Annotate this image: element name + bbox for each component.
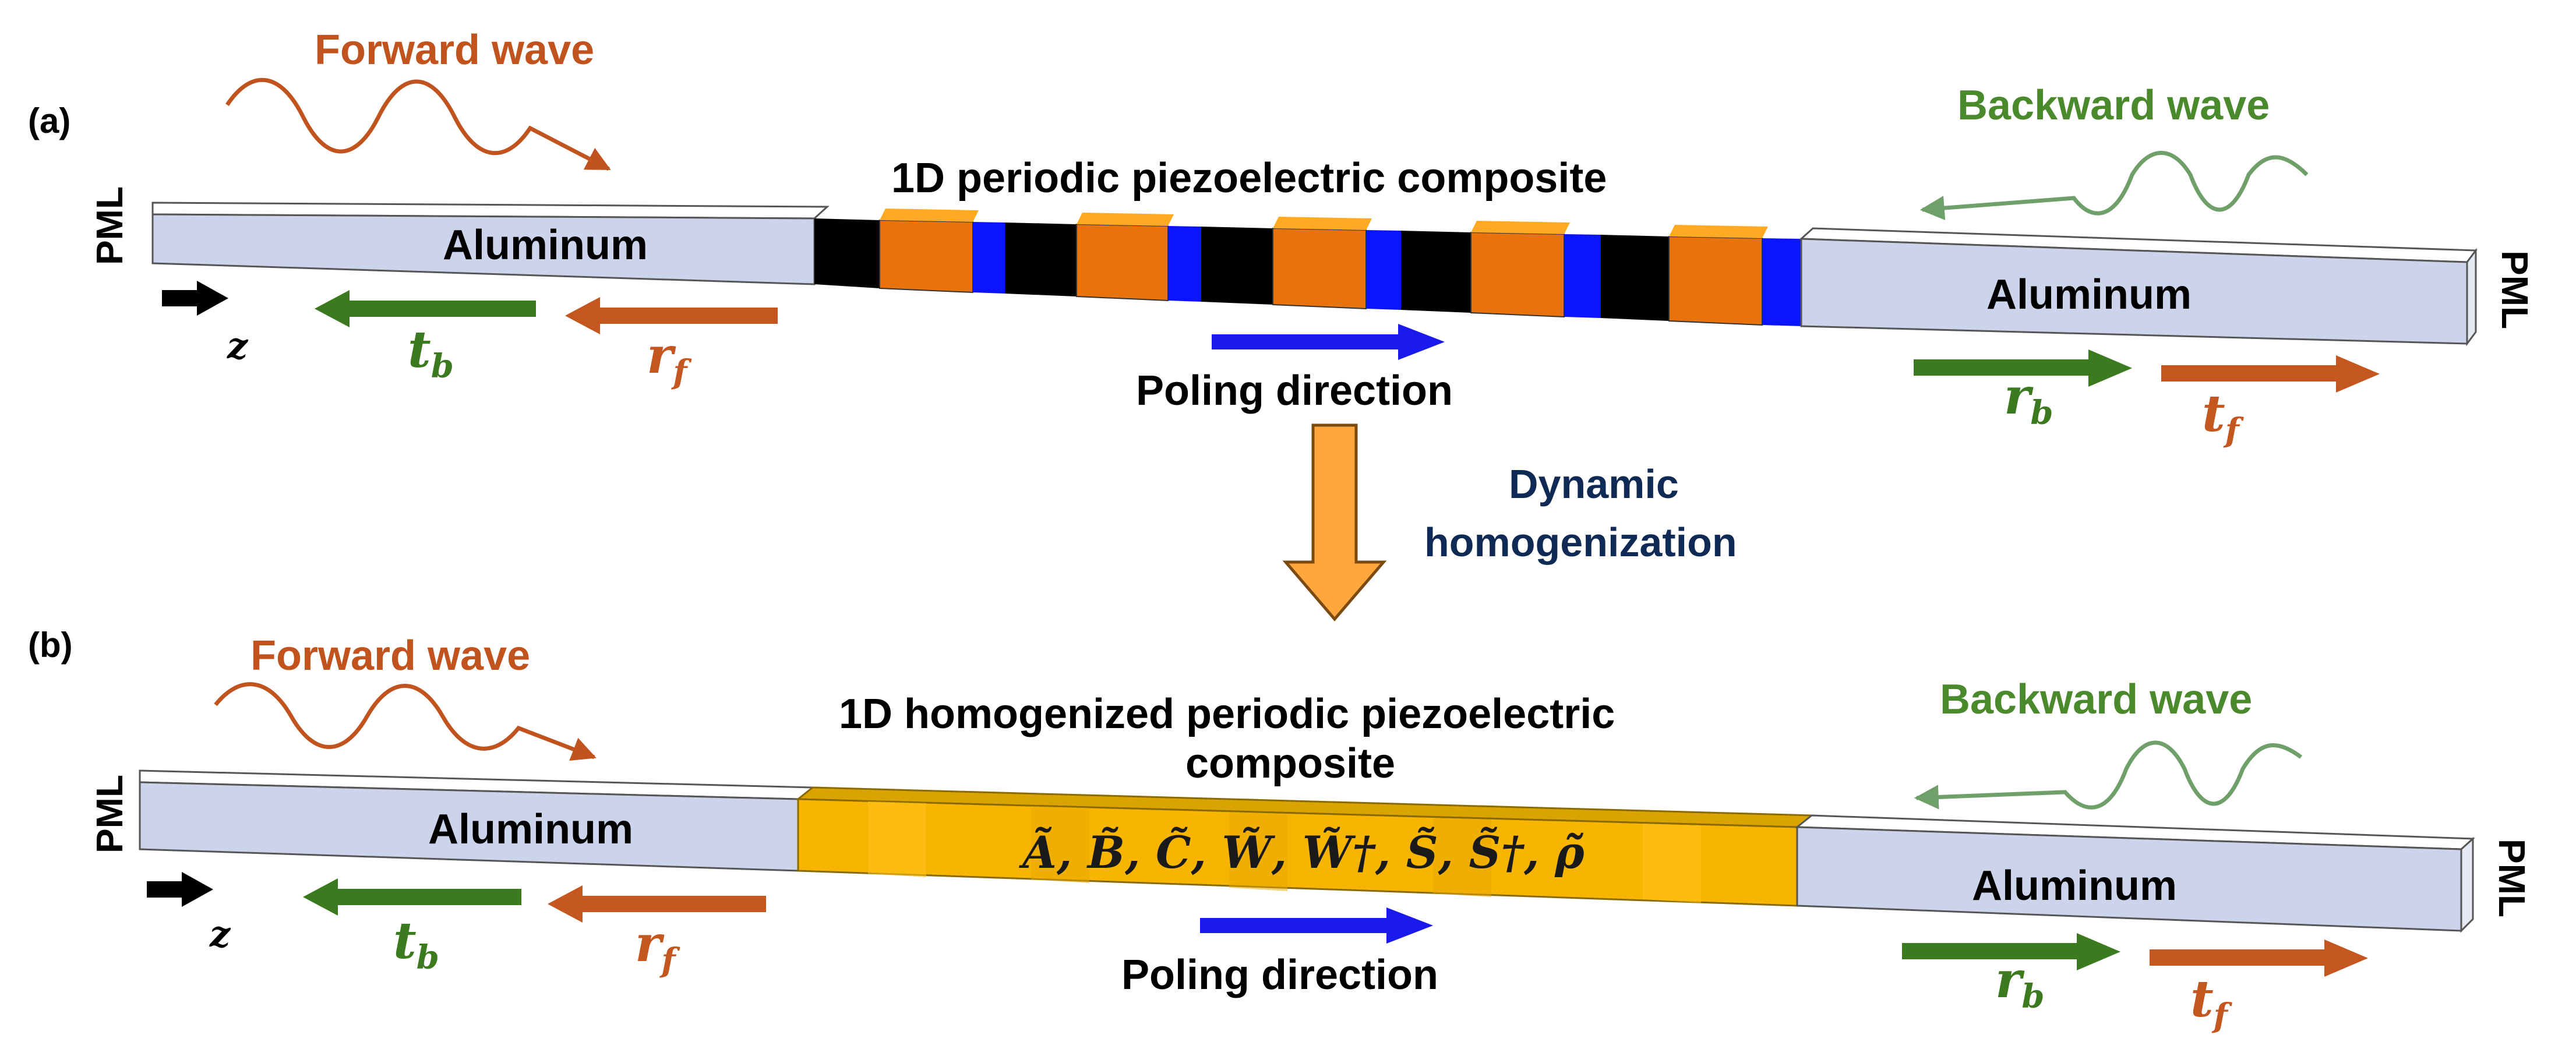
t-b-arrow-icon: [315, 290, 536, 327]
backward-wave-label-b: Backward wave: [1940, 676, 2252, 723]
aluminum-left-label-b: Aluminum: [428, 806, 633, 853]
pml-left-label: PML: [89, 186, 130, 265]
panel-a-title: 1D periodic piezoelectric composite: [891, 155, 1607, 202]
r-f-arrow-icon-b: [548, 885, 766, 923]
r-b-arrow-icon-b: [1902, 933, 2120, 970]
backward-wave-label: Backward wave: [1957, 82, 2270, 129]
z-axis-label: z: [227, 324, 249, 367]
composite-block: [973, 222, 1005, 294]
panel-a-label: (a): [28, 101, 70, 140]
poling-arrow-icon: [1212, 324, 1445, 360]
r-f-arrow-icon: [565, 297, 778, 334]
poling-arrow-icon-b: [1200, 907, 1433, 944]
forward-wave-icon: [225, 77, 611, 171]
panel-b: (b) Forward wave Backward wave 1D homoge…: [28, 626, 2533, 1035]
r-f-label-b: rf: [635, 914, 680, 980]
aluminum-segment-left-b: Aluminum: [139, 769, 816, 872]
composite-block: [1272, 227, 1367, 310]
aluminum-segment-left: Aluminum: [151, 202, 830, 285]
r-f-label: rf: [647, 326, 692, 391]
poling-direction-label-b: Poling direction: [1121, 952, 1438, 998]
effective-parameters: Ã, B̃, C̃, W̃, W̃†, S̃, S̃†, ρ̃: [1019, 826, 1585, 878]
composite-block: [1168, 226, 1201, 302]
composite-block: [1077, 213, 1174, 226]
composite-block: [1076, 223, 1169, 302]
composite-block: [1201, 227, 1273, 305]
panel-b-title-line-1: 1D homogenized periodic piezoelectric: [839, 691, 1615, 737]
forward-wave-icon-b: [214, 682, 597, 761]
composite-block: [1601, 235, 1669, 321]
transition-line-1: Dynamic: [1509, 461, 1679, 507]
homogenization-arrow-icon: [1282, 423, 1387, 621]
pml-right-label-b: PML: [2491, 839, 2533, 917]
periodic-composite: [814, 209, 1801, 326]
composite-block: [1273, 217, 1372, 230]
transition-line-2: homogenization: [1424, 520, 1737, 565]
backward-wave-icon-b: [1914, 740, 2303, 810]
homogenized-composite: Ã, B̃, C̃, W̃, W̃†, S̃, S̃†, ρ̃: [795, 786, 1815, 907]
panel-a: (a) Forward wave Backward wave 1D period…: [28, 27, 2536, 450]
composite-block: [1470, 231, 1565, 318]
panel-b-title-line-2: composite: [1185, 740, 1395, 787]
t-b-label-b: tb: [393, 912, 439, 977]
t-b-arrow-icon-b: [303, 878, 521, 916]
r-b-label-b: rb: [1995, 951, 2044, 1016]
panel-b-label: (b): [28, 626, 73, 665]
backward-wave-icon: [1919, 151, 2309, 221]
composite-block: [1668, 235, 1763, 326]
t-f-arrow-icon-b: [2150, 939, 2368, 977]
poling-direction-label: Poling direction: [1136, 368, 1453, 414]
aluminum-segment-right-b: Aluminum: [1794, 814, 2475, 933]
composite-block: [1366, 230, 1401, 310]
aluminum-right-label-b: Aluminum: [1972, 863, 2177, 909]
r-b-arrow-icon: [1914, 349, 2132, 387]
aluminum-segment-right: Aluminum: [1799, 227, 2478, 347]
aluminum-left-label: Aluminum: [443, 222, 648, 269]
t-f-label-b: tf: [2190, 970, 2233, 1035]
t-b-label: tb: [408, 320, 454, 386]
z-axis-label-b: z: [209, 913, 231, 955]
composite-block: [880, 209, 979, 222]
composite-block: [1401, 231, 1471, 313]
composite-block: [1669, 225, 1768, 238]
composite-block: [1762, 238, 1801, 326]
t-f-label: tf: [2202, 384, 2245, 450]
forward-wave-label: Forward wave: [315, 27, 594, 73]
transition: Dynamic homogenization: [1282, 423, 1737, 621]
r-b-label: rb: [2004, 367, 2053, 432]
composite-block: [1005, 222, 1077, 296]
z-axis-arrow-icon-b: [147, 872, 213, 907]
forward-wave-label-b: Forward wave: [250, 633, 530, 679]
pml-left-label-b: PML: [89, 775, 130, 853]
composite-block: [1471, 221, 1570, 234]
pml-right-label: PML: [2494, 250, 2536, 329]
aluminum-right-label: Aluminum: [1986, 271, 2192, 318]
composite-block: [1564, 234, 1601, 318]
z-axis-arrow-icon: [162, 281, 228, 316]
composite-block: [814, 218, 880, 288]
t-f-arrow-icon: [2161, 355, 2380, 393]
composite-block: [879, 219, 973, 294]
